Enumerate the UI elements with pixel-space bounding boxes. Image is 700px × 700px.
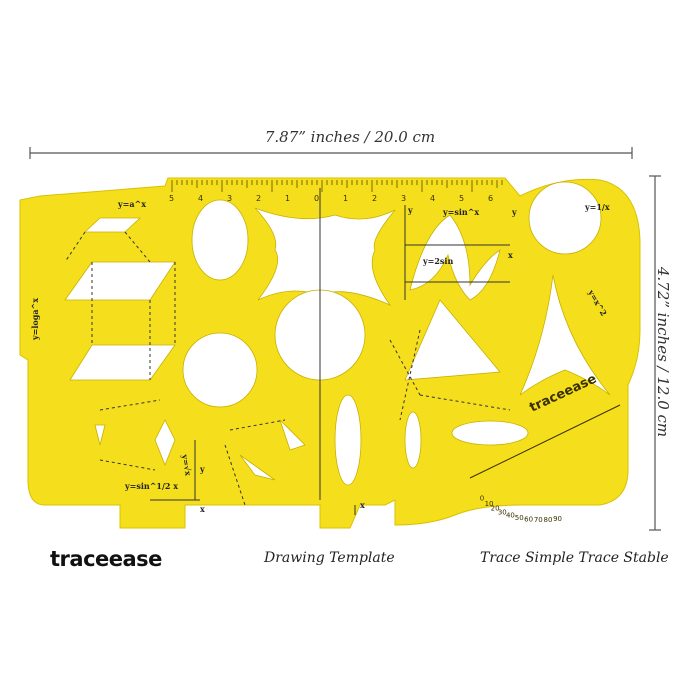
thin-ellipse-cutout xyxy=(404,411,422,469)
diamond-cutout xyxy=(279,419,306,451)
protractor-number: 40 xyxy=(506,512,515,520)
protractor-baseline xyxy=(469,404,621,479)
small-circle-cutout xyxy=(528,181,602,255)
label-axis: x xyxy=(360,500,365,510)
ruler-number: 4 xyxy=(430,194,435,203)
ruler-number: 6 xyxy=(488,194,493,203)
diamond-cutout xyxy=(94,424,106,446)
ruler-number: 0 xyxy=(314,194,319,203)
protractor-number: 70 xyxy=(534,516,543,524)
ruler: 5 4 3 2 1 0 1 2 3 4 5 6 xyxy=(169,180,503,203)
ruler-number: 2 xyxy=(372,194,377,203)
product-caption: Drawing Template xyxy=(264,550,395,566)
vertical-ellipse-cutout xyxy=(334,394,362,486)
diamond-cutout xyxy=(239,454,276,481)
protractor-number: 90 xyxy=(553,515,562,523)
ruler-number: 4 xyxy=(198,194,203,203)
protractor-number: 30 xyxy=(498,508,507,516)
ruler-number: 3 xyxy=(227,194,232,203)
protractor-number: 50 xyxy=(515,514,524,522)
protractor-number: 60 xyxy=(524,516,533,524)
label-sine: y=sin^x xyxy=(442,207,479,217)
ruler-number: 2 xyxy=(256,194,261,203)
brand-logo: traceease xyxy=(50,547,162,571)
label-reciprocal: y=1/x xyxy=(584,202,610,212)
parallelogram-cutout xyxy=(69,344,176,381)
axes xyxy=(150,188,510,515)
ruler-number: 1 xyxy=(285,194,290,203)
label-2sin: y=2sin xyxy=(422,256,453,266)
sine-curve-cutout xyxy=(409,214,501,301)
ruler-number: 1 xyxy=(343,194,348,203)
protractor-number: 0 xyxy=(480,495,484,503)
label-axis: x xyxy=(508,250,513,260)
protractor-number: 20 xyxy=(491,504,500,512)
tagline-caption: Trace Simple Trace Stable xyxy=(480,550,669,566)
label-axis: y xyxy=(199,464,205,474)
label-axis: x xyxy=(200,504,205,514)
cutouts xyxy=(64,181,611,486)
label-sine-root: y=sin^1/2 x xyxy=(124,481,178,491)
diamond-cutout xyxy=(154,419,176,467)
protractor-number: 80 xyxy=(544,516,553,524)
parabola-cutout xyxy=(519,274,611,396)
ruler-number: 5 xyxy=(169,194,174,203)
horizontal-ellipse-cutout xyxy=(451,420,529,446)
label-log: y=loga^x xyxy=(30,298,40,341)
label-axis: y xyxy=(407,205,413,215)
label-exponential: y=a^x xyxy=(117,199,146,209)
star-cutout xyxy=(254,207,396,306)
ellipse-cutout xyxy=(191,199,249,281)
circle-cutout xyxy=(182,332,258,408)
rhombus-cutout xyxy=(83,217,142,233)
height-dimension-label: 4.72” inches / 12.0 cm xyxy=(654,266,672,438)
ruler-number: 3 xyxy=(401,194,406,203)
label-axis: y xyxy=(511,207,517,217)
triangle-cutout xyxy=(404,299,501,381)
label-sqrt: y=√x xyxy=(180,453,194,477)
dashed-lines xyxy=(64,231,511,506)
width-dimension-label: 7.87” inches / 20.0 cm xyxy=(264,128,436,146)
height-dimension-line xyxy=(649,175,661,531)
protractor-number: 10 xyxy=(485,500,494,508)
width-dimension-line xyxy=(29,147,633,159)
ruler-number: 5 xyxy=(459,194,464,203)
